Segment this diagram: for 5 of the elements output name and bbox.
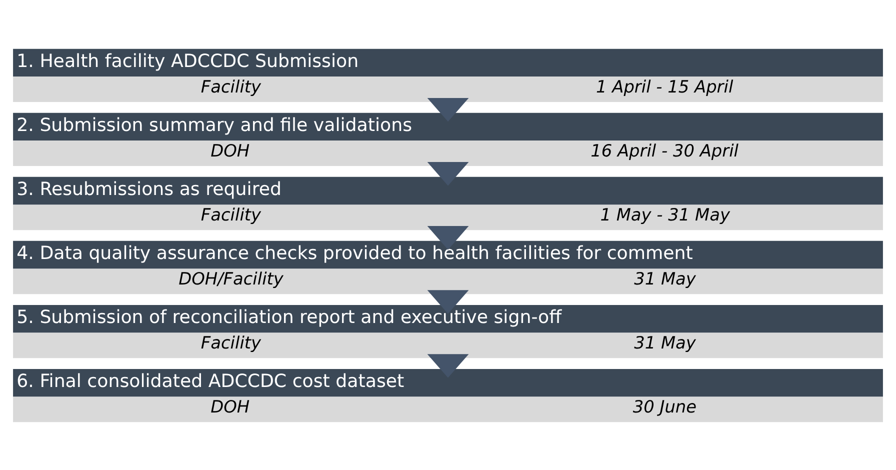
arrow <box>427 354 469 378</box>
arrow <box>427 226 469 250</box>
arrow <box>427 290 469 314</box>
arrow <box>427 162 469 186</box>
arrow <box>427 97 469 122</box>
